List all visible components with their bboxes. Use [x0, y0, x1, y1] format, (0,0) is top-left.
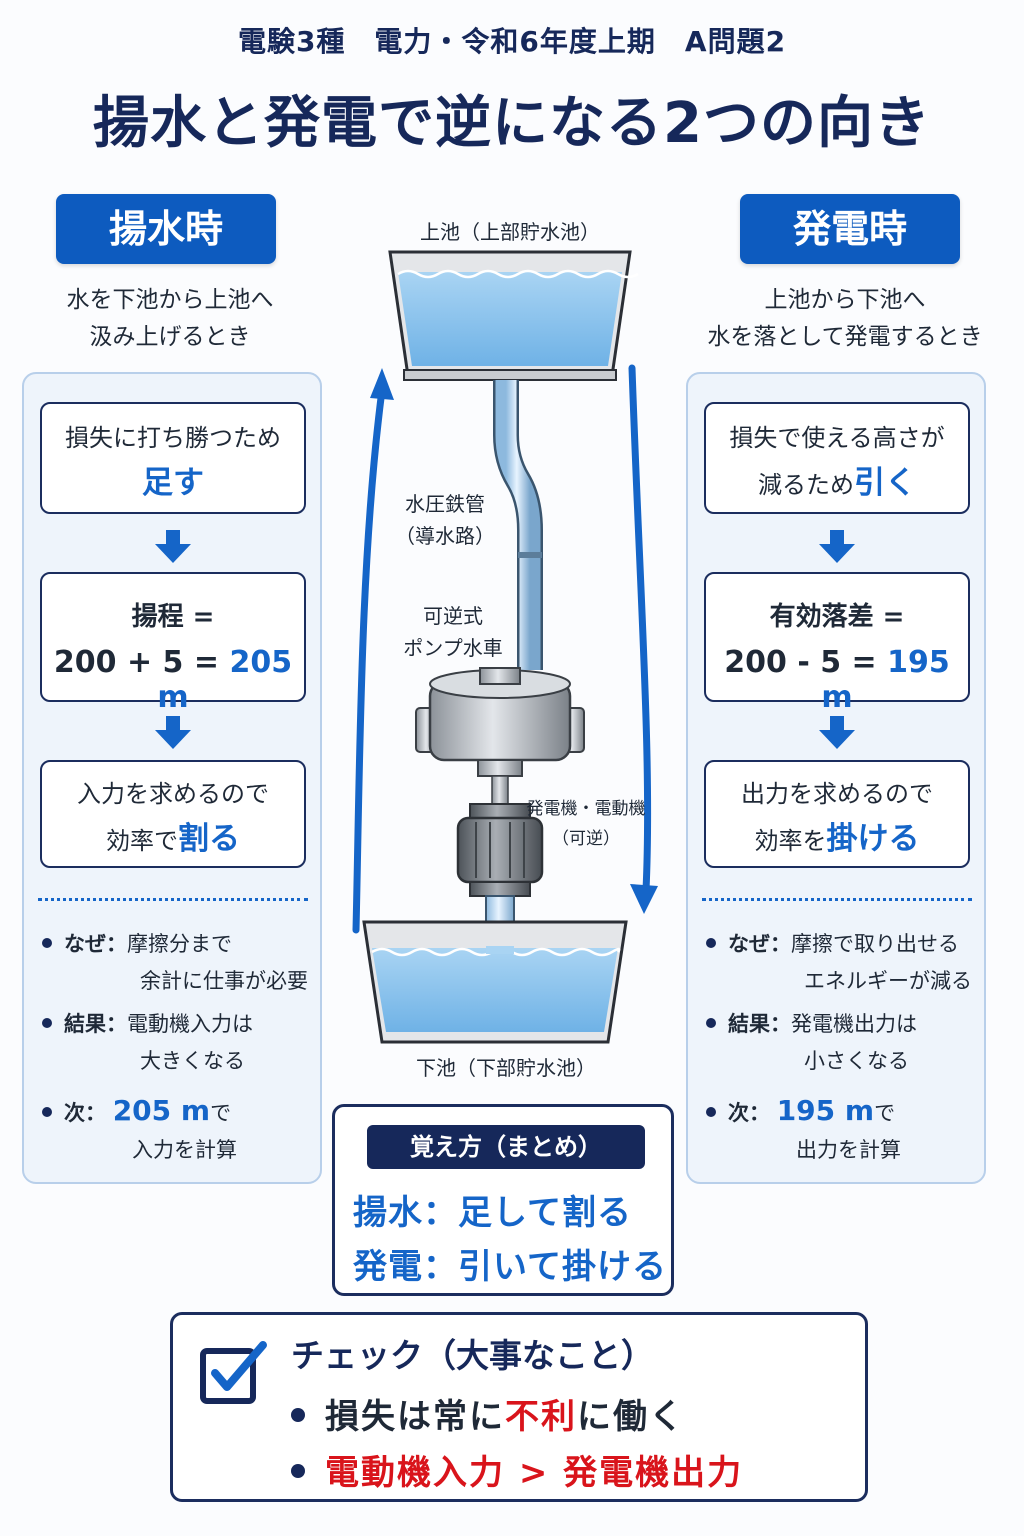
upper-pond: [388, 250, 639, 381]
note-why: なぜ：摩擦分まで 余計に仕事が必要: [42, 926, 312, 1000]
pumping-step-efficiency: 入力を求めるので 効率で割る: [40, 760, 306, 868]
penstock-label-line1: 水圧鉄管: [405, 492, 485, 516]
step-emphasis: 割る: [178, 821, 240, 857]
summary-generating: 発電：引いて掛ける: [353, 1247, 667, 1287]
check-text: 損失は常に: [325, 1397, 505, 1437]
note-result: 結果：電動機入力は 大きくなる: [42, 1006, 312, 1080]
head-value: 195 m: [821, 645, 950, 715]
divider: [702, 898, 972, 901]
step-text: 減るため: [758, 471, 854, 499]
head-equation: 200 + 5 =: [53, 645, 230, 680]
generating-flow-arrow: [628, 364, 658, 914]
pumping-flow-arrow: [352, 368, 394, 934]
note-text: 入力を計算: [132, 1138, 237, 1162]
check-item-loss: 損失は常に不利に働く: [291, 1389, 685, 1438]
generating-desc-line1: 上池から下池へ: [764, 287, 926, 313]
check-emphasis: 電動機入力 > 発電機出力: [325, 1453, 744, 1493]
pumping-desc-line2: 汲み上げるとき: [89, 324, 251, 350]
step-text: 効率を: [754, 827, 827, 855]
note-value: 205 m: [112, 1094, 211, 1127]
upper-pond-label: 上池（上部貯水池）: [420, 220, 600, 244]
pumping-desc-line1: 水を下池から上池へ: [66, 287, 274, 313]
penstock-label: 水圧鉄管 （導水路）: [380, 488, 510, 552]
note-text: で: [210, 1101, 232, 1125]
note-key: 次：: [728, 1101, 770, 1125]
pump-turbine-icon: [415, 667, 585, 777]
step-emphasis: 引く: [854, 465, 916, 501]
note-text: 発電機出力は: [791, 1012, 917, 1036]
pumping-step-add: 損失に打ち勝つため 足す: [40, 402, 306, 514]
down-arrow-icon: [155, 530, 191, 563]
step-emphasis: 足す: [142, 465, 204, 501]
generating-label: 発電時: [740, 194, 960, 264]
note-text: 小さくなる: [804, 1049, 909, 1073]
head-equation: 200 - 5 =: [724, 645, 888, 680]
note-key: なぜ：: [728, 932, 791, 956]
step-text: 損失で使える高さが: [729, 424, 945, 452]
note-next: 次： 205 mで 入力を計算: [42, 1092, 312, 1169]
note-key: なぜ：: [64, 932, 127, 956]
head-value: 205 m: [157, 645, 293, 715]
check-box: チェック（大事なこと） 損失は常に不利に働く 電動機入力 > 発電機出力: [170, 1312, 868, 1502]
down-arrow-icon: [819, 530, 855, 563]
down-arrow-icon: [819, 716, 855, 749]
lower-pond-label: 下池（下部貯水池）: [416, 1056, 596, 1080]
step-text: 入力を求めるので: [77, 780, 269, 808]
generating-step-head: 有効落差 = 200 - 5 = 195 m: [704, 572, 970, 715]
note-text: 出力を計算: [796, 1138, 901, 1162]
note-text: で: [874, 1101, 896, 1125]
check-item-compare: 電動機入力 > 発電機出力: [291, 1445, 743, 1494]
note-text: 余計に仕事が必要: [140, 969, 308, 993]
pump-label-line2: ポンプ水車: [403, 636, 503, 660]
step-emphasis: 掛ける: [826, 821, 920, 857]
note-text: 摩擦分まで: [127, 932, 232, 956]
summary-title: 覚え方（まとめ）: [367, 1125, 645, 1169]
note-text: エネルギーが減る: [804, 969, 972, 993]
down-arrow-icon: [155, 716, 191, 749]
note-text: 摩擦で取り出せる: [791, 932, 959, 956]
note-next: 次： 195 mで 出力を計算: [706, 1092, 976, 1169]
step-text: 出力を求めるので: [741, 780, 933, 808]
motor-label-line2: （可逆）: [552, 829, 620, 849]
page-title: 揚水と発電で逆になる2つの向き: [93, 91, 931, 156]
motor-generator-label: 発電機・電動機 （可逆）: [518, 794, 654, 854]
head-label: 有効落差 =: [769, 602, 905, 632]
generating-step-efficiency: 出力を求めるので 効率を掛ける: [704, 760, 970, 868]
check-emphasis: 不利: [505, 1397, 577, 1437]
head-label: 揚程 =: [131, 602, 215, 632]
note-key: 結果：: [728, 1012, 791, 1036]
note-text: 大きくなる: [140, 1049, 245, 1073]
motor-label-line1: 発電機・電動機: [526, 799, 646, 819]
step-text: 損失に打ち勝つため: [65, 424, 281, 452]
pumping-description: 水を下池から上池へ 汲み上げるとき: [20, 282, 320, 356]
summary-pumping: 揚水：足して割る: [353, 1193, 632, 1233]
pumping-panel: 損失に打ち勝つため 足す 揚程 = 200 + 5 = 205 m 入力を求める…: [22, 372, 322, 1184]
pump-label-line1: 可逆式: [423, 604, 483, 628]
subtitle: 電験3種 電力・令和6年度上期 A問題2: [237, 25, 787, 58]
divider: [38, 898, 308, 901]
note-key: 次：: [64, 1101, 106, 1125]
note-key: 結果：: [64, 1012, 127, 1036]
note-result: 結果：発電機出力は 小さくなる: [706, 1006, 976, 1080]
note-text: 電動機入力は: [127, 1012, 253, 1036]
summary-box: 覚え方（まとめ） 揚水：足して割る 発電：引いて掛ける: [332, 1104, 674, 1296]
pumping-step-head: 揚程 = 200 + 5 = 205 m: [40, 572, 306, 715]
checkbox-icon: [200, 1341, 267, 1404]
generating-desc-line2: 水を落として発電するとき: [707, 324, 983, 350]
step-text: 効率で: [106, 827, 178, 855]
note-why: なぜ：摩擦で取り出せる エネルギーが減る: [706, 926, 976, 1000]
pumping-label: 揚水時: [56, 194, 276, 264]
generating-panel: 損失で使える高さが 減るため引く 有効落差 = 200 - 5 = 195 m …: [686, 372, 986, 1184]
penstock-label-line2: （導水路）: [395, 524, 495, 548]
note-value: 195 m: [776, 1094, 875, 1127]
pumped-storage-diagram: [352, 250, 658, 1044]
check-text: に働く: [577, 1397, 685, 1437]
generating-description: 上池から下池へ 水を落として発電するとき: [690, 282, 1000, 356]
pump-turbine-label: 可逆式 ポンプ水車: [388, 600, 518, 664]
generating-step-subtract: 損失で使える高さが 減るため引く: [704, 402, 970, 514]
lower-pond: [362, 920, 628, 1044]
check-title: チェック（大事なこと）: [291, 1336, 654, 1375]
motor-generator-icon: [456, 803, 544, 897]
